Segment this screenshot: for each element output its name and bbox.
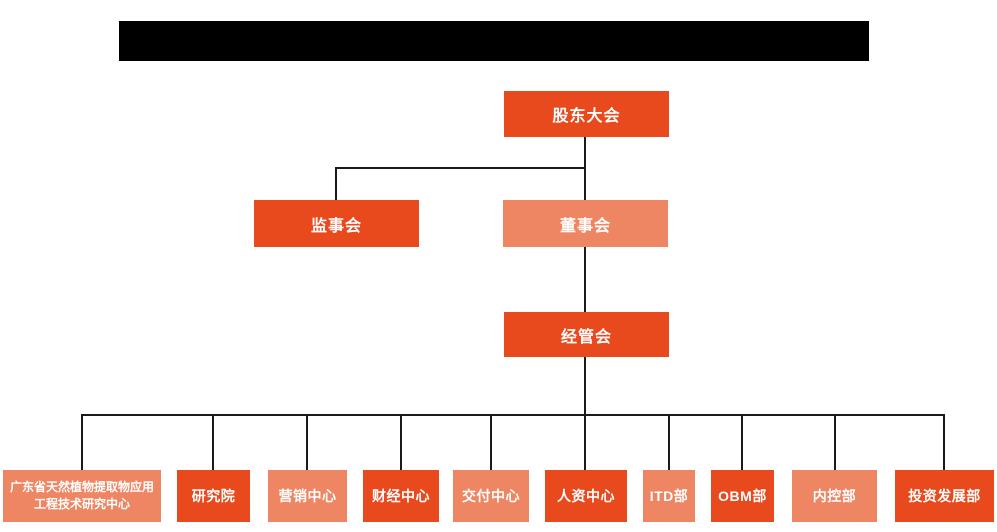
connector-bottom-bus xyxy=(81,414,945,416)
org-node-management-committee: 经管会 xyxy=(504,312,669,357)
org-node-label: ITD部 xyxy=(649,488,689,504)
org-node-label: 董事会 xyxy=(559,217,611,235)
org-node-label: 人资中心 xyxy=(557,488,615,504)
connector-mgmt-to-bus xyxy=(584,357,586,415)
org-node-delivery-center: 交付中心 xyxy=(453,470,529,522)
connector-drop-4 xyxy=(400,414,402,470)
org-node-internal-control-dept: 内控部 xyxy=(792,470,877,522)
org-node-label: 监事会 xyxy=(310,217,362,235)
connector-drop-5 xyxy=(490,414,492,470)
connector-drop-7 xyxy=(668,414,670,470)
connector-drop-2 xyxy=(212,414,214,470)
org-node-label: 交付中心 xyxy=(462,488,520,504)
org-node-label: 股东大会 xyxy=(552,108,621,125)
connector-branch-horizontal xyxy=(335,167,586,169)
connector-drop-1 xyxy=(81,414,83,470)
org-node-label: 营销中心 xyxy=(278,488,337,504)
connector-to-supervisors xyxy=(335,167,337,200)
org-node-research-institute: 研究院 xyxy=(177,470,250,522)
connector-drop-6 xyxy=(584,414,586,470)
org-node-label: OBM部 xyxy=(718,488,767,504)
connector-board-to-mgmt xyxy=(584,247,586,312)
org-node-obm-dept: OBM部 xyxy=(711,470,774,522)
org-node-label: 研究院 xyxy=(191,488,236,504)
redacted-title-bar xyxy=(119,21,869,61)
connector-drop-9 xyxy=(834,414,836,470)
org-node-label: 广东省天然植物提取物应用工程技术研究中心 xyxy=(9,479,154,511)
org-node-investment-dev-dept: 投资发展部 xyxy=(895,470,994,522)
org-node-hr-center: 人资中心 xyxy=(545,470,627,522)
org-node-supervisory-board: 监事会 xyxy=(254,200,419,247)
connector-drop-3 xyxy=(306,414,308,470)
org-node-label: 投资发展部 xyxy=(908,488,981,504)
org-node-label: 经管会 xyxy=(560,328,612,346)
connector-drop-10 xyxy=(943,414,945,470)
org-node-research-center: 广东省天然植物提取物应用工程技术研究中心 xyxy=(3,470,161,522)
org-node-finance-center: 财经中心 xyxy=(363,470,439,522)
org-node-shareholders-meeting: 股东大会 xyxy=(504,91,669,137)
org-node-label: 内控部 xyxy=(812,488,857,504)
org-node-marketing-center: 营销中心 xyxy=(268,470,347,522)
org-node-itd-dept: ITD部 xyxy=(643,470,695,522)
org-node-board-of-directors: 董事会 xyxy=(503,200,668,247)
org-node-label: 财经中心 xyxy=(372,488,430,504)
connector-drop-8 xyxy=(741,414,743,470)
